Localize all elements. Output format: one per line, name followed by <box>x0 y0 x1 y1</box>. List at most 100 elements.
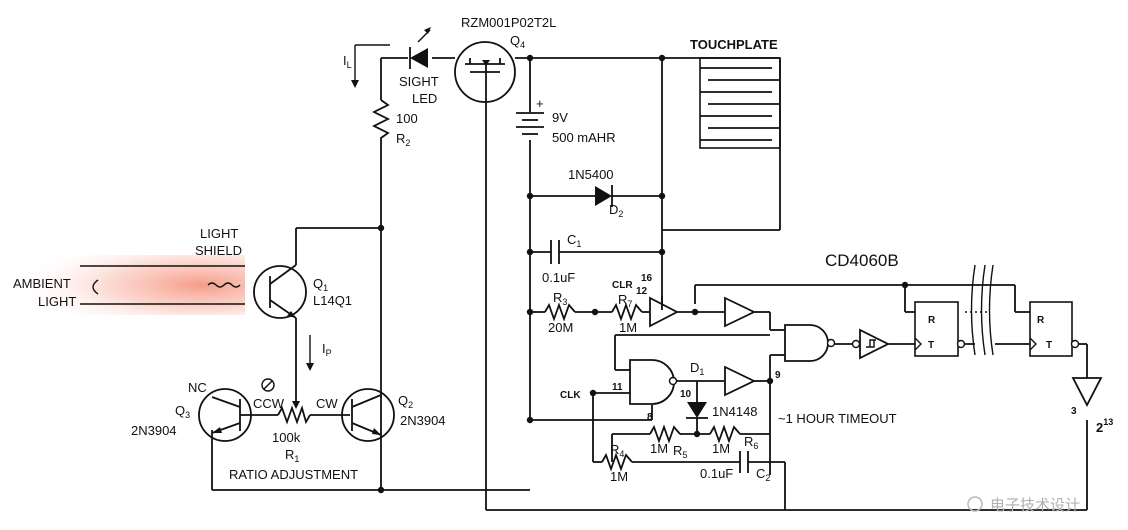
d2-diode <box>595 185 613 207</box>
q4-ref-label: Q4 <box>510 33 525 50</box>
watermark-text: 电子技术设计 <box>990 496 1080 514</box>
pin-3: 3 <box>1071 406 1077 417</box>
ambient-light-glow <box>20 255 245 315</box>
ratio-adjustment-label: RATIO ADJUSTMENT <box>229 467 358 482</box>
c2-value: 0.1uF <box>700 466 733 481</box>
r2-ref-label: R2 <box>396 131 410 148</box>
light-shield <box>80 265 245 305</box>
q3-part-label: 2N3904 <box>131 423 177 438</box>
r4-resistor <box>601 452 633 472</box>
r7-ref-label: R7 <box>618 292 632 309</box>
q1-ref-label: Q1 <box>313 276 328 293</box>
r5-value: 1M <box>650 441 668 456</box>
r3-resistor <box>544 302 576 322</box>
clr-label: CLR <box>612 280 633 291</box>
gate-1 <box>649 296 679 328</box>
ccw-label: CCW <box>253 396 285 411</box>
r2-resistor <box>371 99 391 142</box>
r4-value: 1M <box>610 469 628 484</box>
d1-diode <box>686 402 708 419</box>
c2-ref-label: C2 <box>756 466 770 483</box>
pin-11: 11 <box>612 382 623 393</box>
output-buffer <box>1071 377 1103 407</box>
pin-10: 10 <box>680 389 692 400</box>
r3-ref-label: R3 <box>553 290 567 307</box>
clk-label: CLK <box>560 390 581 401</box>
battery-capacity: 500 mAHR <box>552 130 616 145</box>
nc-label: NC <box>188 380 207 395</box>
flip-flop-2 <box>1029 301 1080 357</box>
q2-ref-label: Q2 <box>398 393 413 410</box>
touchplate <box>699 57 781 149</box>
nand-gate-1 <box>629 359 678 405</box>
d2-ref-label: D2 <box>609 202 623 219</box>
pin-9: 9 <box>775 370 781 381</box>
r7-value: 1M <box>619 320 637 335</box>
buffer-1 <box>724 296 757 328</box>
cw-label: CW <box>316 396 338 411</box>
r5-resistor <box>649 424 681 444</box>
power-of-two-label: 213 <box>1096 417 1113 435</box>
q3-transistor <box>198 388 252 442</box>
ic-label: CD4060B <box>825 251 899 270</box>
pin-12: 12 <box>636 286 648 297</box>
buffer-2 <box>724 365 757 397</box>
r6-value: 1M <box>712 441 730 456</box>
r6-resistor <box>709 424 741 444</box>
ip-label: IP <box>322 341 332 358</box>
r2-value: 100 <box>396 111 418 126</box>
ff1-t: T <box>928 340 934 351</box>
r1-value: 100k <box>272 430 301 445</box>
il-label: IL <box>343 53 352 70</box>
q1-part-label: L14Q1 <box>313 293 352 308</box>
labels: RZM001P02T2L Q4 TOUCHPLATE IL SIGHT LED … <box>13 15 1113 484</box>
c1-capacitor <box>550 240 560 264</box>
sight-led <box>409 27 431 69</box>
ff2-r: R <box>1037 315 1045 326</box>
touchplate-label: TOUCHPLATE <box>690 37 778 52</box>
r3-value: 20M <box>548 320 573 335</box>
timeout-label: ~1 HOUR TIMEOUT <box>778 411 897 426</box>
r1-ref-label: R1 <box>285 447 299 464</box>
il-arrow <box>351 44 390 88</box>
ff1-r: R <box>928 315 936 326</box>
watermark: 电子技术设计 <box>967 496 1080 514</box>
r1-potentiometer <box>261 378 311 425</box>
led-label: LED <box>412 91 437 106</box>
ambient-label-2: LIGHT <box>38 294 76 309</box>
junction-dots <box>377 54 909 494</box>
battery <box>516 112 544 135</box>
q4-mosfet <box>454 41 516 103</box>
sight-label: SIGHT <box>399 74 439 89</box>
q2-part-label: 2N3904 <box>400 413 446 428</box>
light-shield-label-1: LIGHT <box>200 226 238 241</box>
q2-transistor <box>341 388 395 442</box>
r5-ref-label: R5 <box>673 443 687 460</box>
r6-ref-label: R6 <box>744 434 758 451</box>
light-shield-label-2: SHIELD <box>195 243 242 258</box>
c2-capacitor <box>739 451 749 473</box>
chain-break <box>965 264 994 356</box>
d2-part-label: 1N5400 <box>568 167 614 182</box>
flip-flop-1 <box>914 301 966 357</box>
q4-part-label: RZM001P02T2L <box>461 15 556 30</box>
r7-resistor <box>611 302 643 322</box>
c1-ref-label: C1 <box>567 232 581 249</box>
ff2-t: T <box>1046 340 1052 351</box>
r4-ref-label: R4 <box>610 442 624 459</box>
battery-plus: + <box>536 96 544 111</box>
battery-voltage: 9V <box>552 110 568 125</box>
d1-part-label: 1N4148 <box>712 404 758 419</box>
ip-arrow <box>306 335 314 371</box>
wires <box>211 57 1088 511</box>
d1-ref-label: D1 <box>690 360 704 377</box>
pin-8: 8 <box>647 412 653 423</box>
c1-value: 0.1uF <box>542 270 575 285</box>
q1-phototransistor <box>253 264 307 319</box>
q3-ref-label: Q3 <box>175 403 190 420</box>
ambient-label-1: AMBIENT <box>13 276 71 291</box>
nand-gate-2 <box>784 324 836 362</box>
pin-16: 16 <box>641 273 653 284</box>
schmitt-inverter <box>851 328 891 360</box>
